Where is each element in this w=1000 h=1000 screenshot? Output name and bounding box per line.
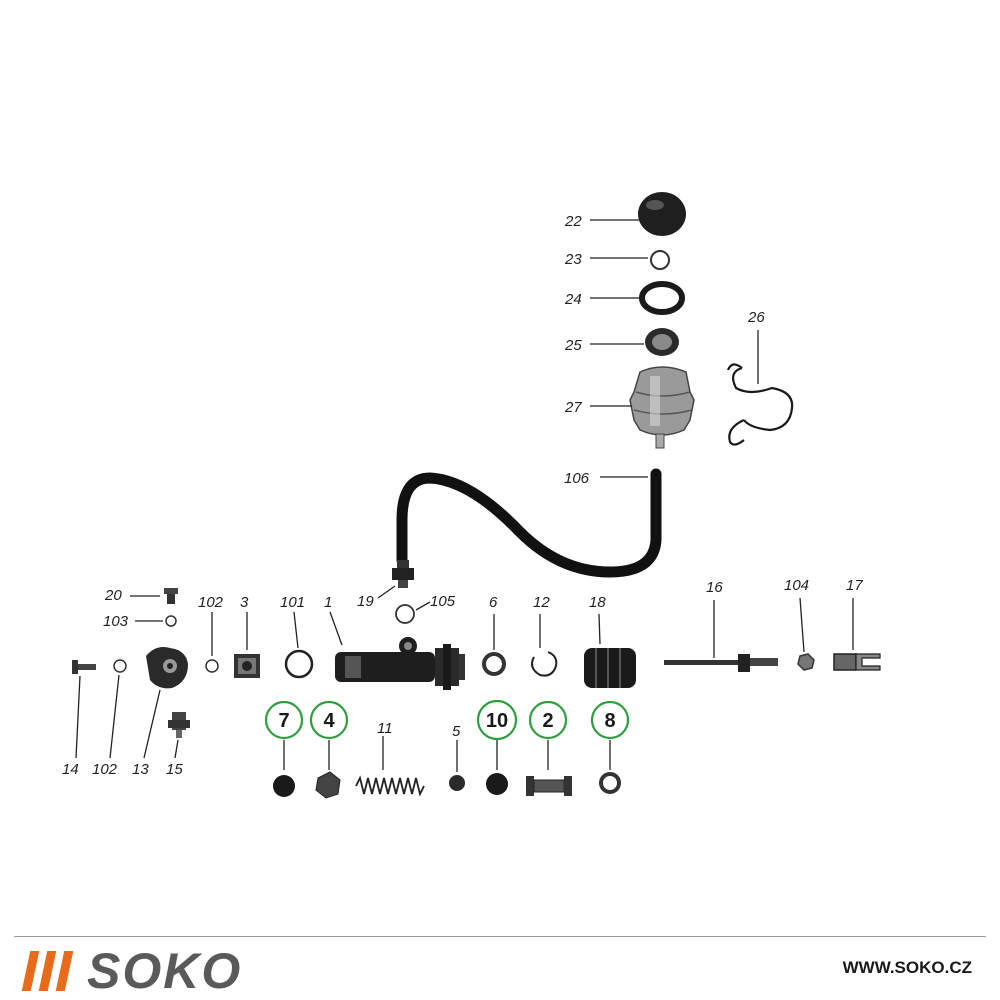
highlight-8[interactable]: 8 <box>590 700 630 740</box>
footer: SOKO WWW.SOKO.CZ <box>0 936 1000 1000</box>
brand-stripes-icon <box>21 951 74 991</box>
highlight-4[interactable]: 4 <box>309 700 349 740</box>
label-105: 105 <box>430 593 456 610</box>
highlight-label-10: 10 <box>486 710 508 732</box>
label-102a: 102 <box>198 594 224 611</box>
label-106: 106 <box>564 470 590 487</box>
part-103-washer <box>165 615 177 627</box>
label-6: 6 <box>489 594 498 611</box>
label-3: 3 <box>240 594 249 611</box>
brand-name: SOKO <box>87 943 243 999</box>
part-4-nut <box>315 771 341 799</box>
part-20-bleed-screw <box>164 588 178 604</box>
website-link[interactable]: WWW.SOKO.CZ <box>842 958 972 977</box>
part-102-washer-b <box>113 659 127 673</box>
highlight-label-7: 7 <box>278 710 289 732</box>
label-16: 16 <box>706 579 723 596</box>
part-105-washer <box>395 604 415 624</box>
label-11: 11 <box>377 720 393 737</box>
part-12-circlip <box>531 651 558 677</box>
label-104: 104 <box>784 577 809 594</box>
label-25: 25 <box>564 337 582 354</box>
highlight-label-8: 8 <box>604 710 615 732</box>
label-5: 5 <box>452 723 461 740</box>
label-13: 13 <box>132 761 149 778</box>
label-18: 18 <box>589 594 606 611</box>
label-101: 101 <box>280 594 305 611</box>
label-15: 15 <box>166 761 183 778</box>
part-17-clevis <box>833 653 881 671</box>
part-8-washer <box>599 772 621 794</box>
label-14: 14 <box>62 761 79 778</box>
label-24: 24 <box>564 291 582 308</box>
label-17: 17 <box>846 577 863 594</box>
label-23: 23 <box>564 251 582 268</box>
label-1: 1 <box>324 594 332 611</box>
part-2-piston <box>526 776 572 796</box>
part-101-o-ring <box>284 649 314 679</box>
part-102-washer-a <box>205 659 219 673</box>
part-19-fitting <box>392 560 414 588</box>
reservoir-assembly: 22 23 24 25 27 26 <box>564 192 794 449</box>
part-24-gasket <box>639 281 685 315</box>
label-12: 12 <box>533 594 550 611</box>
label-26: 26 <box>747 309 765 326</box>
highlight-10[interactable]: 10 <box>476 699 518 741</box>
part-26-clamp <box>726 363 794 446</box>
part-18-boot <box>584 648 636 688</box>
label-102b: 102 <box>92 761 118 778</box>
part-23-washer <box>650 250 670 270</box>
label-27: 27 <box>564 399 582 416</box>
part-3-fitting <box>234 654 260 678</box>
highlight-label-2: 2 <box>542 710 553 732</box>
part-13-junction <box>146 647 188 689</box>
label-20: 20 <box>104 587 122 604</box>
part-10-cup <box>486 773 508 795</box>
part-5-seal <box>449 775 465 791</box>
part-14-bolt <box>72 660 96 674</box>
highlight-label-4: 4 <box>323 710 335 732</box>
label-19: 19 <box>357 593 374 610</box>
part-11-spring <box>355 775 425 797</box>
part-16-push-rod <box>664 654 778 672</box>
brand-logo[interactable]: SOKO <box>21 942 243 1000</box>
part-104-nut <box>797 653 815 671</box>
part-1-master-cylinder <box>335 637 465 690</box>
highlight-2[interactable]: 2 <box>528 700 568 740</box>
highlight-7[interactable]: 7 <box>264 700 304 740</box>
part-7-cup <box>273 775 295 797</box>
part-22-cap <box>638 192 686 236</box>
label-103: 103 <box>103 613 129 630</box>
label-22: 22 <box>564 213 582 230</box>
footer-divider <box>14 936 986 937</box>
part-106-hose: 106 <box>396 468 662 578</box>
part-15-switch <box>168 712 190 738</box>
part-27-reservoir <box>629 366 695 449</box>
part-6-seal <box>482 652 506 676</box>
